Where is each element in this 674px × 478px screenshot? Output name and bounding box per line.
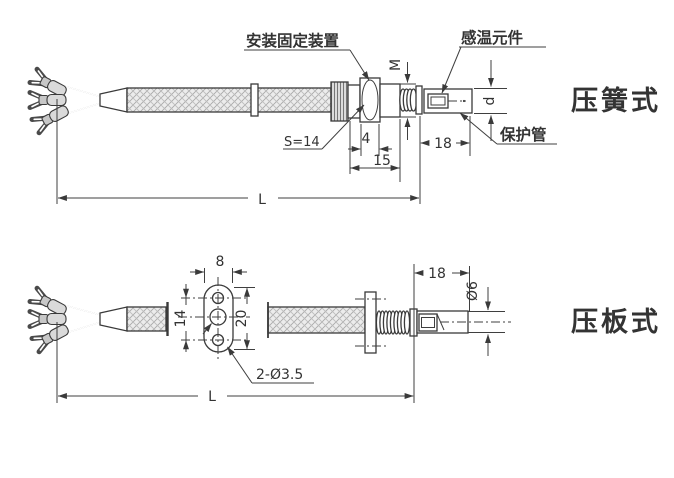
mounting-plate — [178, 277, 250, 359]
total-length-value: L — [258, 192, 266, 208]
dim-hole-spacing: 14 — [173, 284, 189, 352]
dim-tip-diameter: d — [474, 60, 507, 141]
dim-nut-width: 4 — [348, 124, 392, 156]
threaded-section — [375, 310, 411, 335]
braided-cable-stub — [126, 306, 167, 332]
protection-tube-label: 保护管 — [499, 125, 547, 144]
plate-type-diagram: 8 14 20 2-Ø3.5 — [30, 254, 661, 405]
plate-centerlines — [178, 277, 250, 359]
cable-collar — [250, 83, 259, 117]
plate-width-value: 8 — [216, 254, 225, 270]
hex-nut — [359, 77, 381, 123]
mount-holes-value: 2-Ø3.5 — [256, 367, 303, 383]
knurled-cap — [330, 81, 349, 122]
dim-plate-width: 8 — [190, 254, 247, 283]
spring-type-label: 压簧式 — [571, 85, 661, 117]
sensor-tip — [416, 310, 511, 334]
fitting-length-value: 15 — [373, 153, 391, 169]
lead-wires — [63, 85, 102, 115]
braided-cable — [267, 306, 366, 334]
nut-width-value: 4 — [362, 131, 371, 147]
lead-wires — [63, 304, 102, 334]
dim-fitting-length: 15 — [349, 119, 401, 182]
tip-diameter-value: Ø6 — [465, 281, 481, 301]
callout-mounting-fixture: 安装固定装置 — [244, 31, 370, 81]
dim-total-length: L — [56, 322, 414, 405]
compression-spring — [399, 88, 418, 112]
middle-hole-pointer — [202, 323, 212, 335]
dim-plate-height: 20 — [234, 287, 255, 350]
callout-sensing-element: 感温元件 — [441, 28, 546, 94]
dim-total-length: L — [56, 99, 420, 208]
tip-length-value: 18 — [428, 266, 446, 282]
dim-tip-length: 18 — [419, 116, 471, 204]
spring-washer-disc — [415, 85, 423, 115]
dim-tip-length: 18 — [413, 264, 470, 403]
thread-size-value: M — [388, 59, 404, 71]
wrench-size-value: S=14 — [284, 135, 320, 150]
dim-wrench-size: S=14 — [283, 104, 365, 150]
sensing-element-label: 感温元件 — [461, 28, 524, 47]
tip-length-value: 18 — [434, 136, 452, 152]
protection-tube — [423, 88, 473, 114]
sensing-element-box — [418, 313, 438, 332]
dim-thread-size: M — [388, 59, 416, 140]
dim-mount-holes: 2-Ø3.5 — [227, 346, 314, 384]
plate-height-value: 20 — [234, 310, 250, 328]
spring-type-diagram: 安装固定装置 感温元件 保护管 S=14 M — [30, 28, 661, 208]
hole-spacing-value: 14 — [173, 310, 189, 328]
tip-diameter-value: d — [482, 97, 498, 106]
mounting-fixture-label: 安装固定装置 — [246, 31, 339, 50]
dim-tip-diameter: Ø6 — [465, 281, 491, 356]
thread-cylinder — [379, 83, 401, 118]
washer — [347, 84, 361, 119]
braided-cable — [126, 87, 332, 113]
total-length-value: L — [208, 389, 216, 405]
plate-type-label: 压板式 — [571, 307, 661, 338]
